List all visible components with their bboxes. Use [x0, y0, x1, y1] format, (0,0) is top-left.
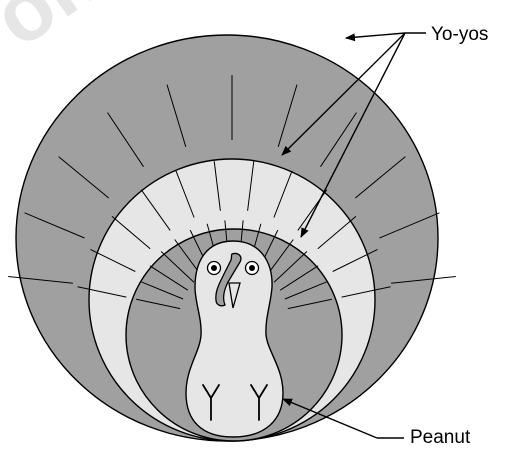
peanut-label: Peanut — [410, 428, 470, 447]
yoyos-arrow-outer — [346, 33, 405, 38]
watermark: om — [0, 0, 137, 66]
yoyos-label: Yo-yos — [431, 25, 488, 44]
right-eye — [246, 262, 259, 275]
left-eye — [208, 262, 221, 275]
watermark-text: om — [0, 0, 137, 66]
